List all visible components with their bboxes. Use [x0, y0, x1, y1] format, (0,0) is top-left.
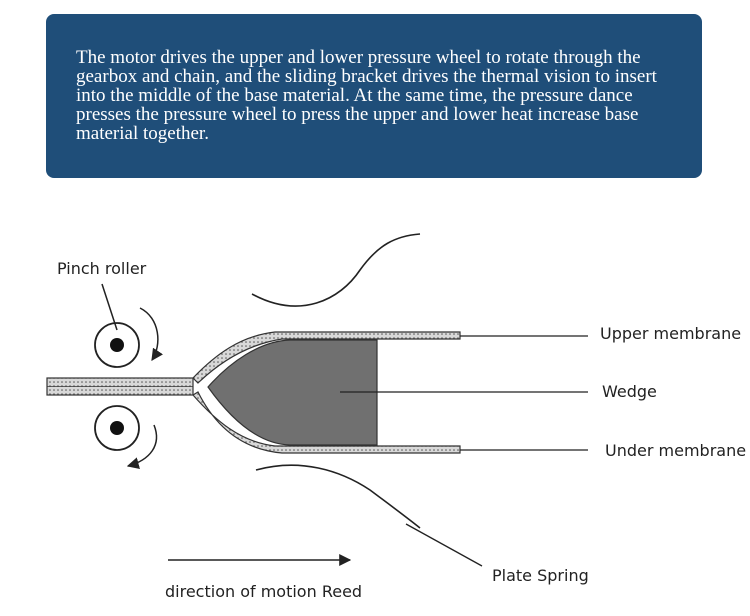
wedge-shape: [207, 339, 378, 446]
pinch-roller-label: Pinch roller: [57, 259, 147, 278]
description-text: The motor drives the upper and lower pre…: [76, 47, 657, 144]
lower-roller-rotation-arrow: [126, 424, 158, 469]
plate-spring-curve: [255, 464, 421, 529]
description-banner: The motor drives the upper and lower pre…: [46, 14, 702, 178]
wedge-label: Wedge: [602, 382, 657, 401]
plate-spring-label: Plate Spring: [492, 566, 589, 585]
upper-membrane-label: Upper membrane: [600, 324, 741, 343]
direction-label: direction of motion Reed: [165, 582, 362, 601]
under-membrane-label: Under membrane: [605, 441, 746, 460]
upper-roller-rotation-arrow: [139, 307, 163, 361]
upper-membrane: [192, 331, 461, 384]
under-membrane: [192, 391, 461, 454]
upper-pressure-curve: [251, 233, 421, 307]
plate-spring-leader: [405, 523, 483, 567]
